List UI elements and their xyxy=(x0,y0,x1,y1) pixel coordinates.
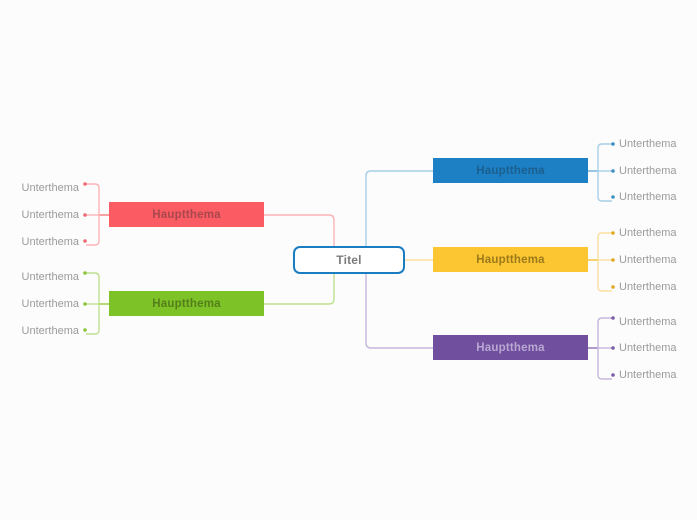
subtopic-yellow-2[interactable]: Unterthema xyxy=(619,254,677,266)
edge-root-to-blue xyxy=(365,170,433,246)
edge-dot-red-1 xyxy=(83,182,87,186)
main-topic-green[interactable]: Hauptthema xyxy=(109,291,264,316)
edge-dot-purple-3 xyxy=(611,373,615,377)
edge-yellow-sub-1 xyxy=(597,232,612,238)
edge-dot-green-1 xyxy=(83,271,87,275)
edge-root-to-green xyxy=(264,274,335,305)
subtopic-yellow-1[interactable]: Unterthema xyxy=(619,227,677,239)
main-topic-red[interactable]: Hauptthema xyxy=(109,202,264,227)
edge-dot-blue-1 xyxy=(611,142,615,146)
edge-dot-yellow-3 xyxy=(611,285,615,289)
subtopic-green-1[interactable]: Unterthema xyxy=(21,271,79,283)
subtopic-blue-1[interactable]: Unterthema xyxy=(619,138,677,150)
main-topic-blue[interactable]: Hauptthema xyxy=(433,158,588,183)
edge-yellow-sub-3 xyxy=(597,286,612,292)
edge-dot-red-3 xyxy=(83,239,87,243)
edge-green-sub-1 xyxy=(86,272,100,278)
subtopic-red-1[interactable]: Unterthema xyxy=(21,182,79,194)
edge-green-sub-3 xyxy=(86,329,100,335)
edge-dot-red-2 xyxy=(83,213,87,217)
edge-dot-green-3 xyxy=(83,328,87,332)
edge-dot-blue-3 xyxy=(611,195,615,199)
subtopic-purple-2[interactable]: Unterthema xyxy=(619,342,677,354)
subtopic-blue-2[interactable]: Unterthema xyxy=(619,165,677,177)
subtopic-green-2[interactable]: Unterthema xyxy=(21,298,79,310)
subtopic-green-3[interactable]: Unterthema xyxy=(21,325,79,337)
edge-blue-sub-1 xyxy=(597,143,612,149)
edge-dot-purple-2 xyxy=(611,346,615,350)
subtopic-yellow-3[interactable]: Unterthema xyxy=(619,281,677,293)
root-node-titel[interactable]: Titel xyxy=(293,246,405,274)
edge-dot-purple-1 xyxy=(611,316,615,320)
edge-purple-sub-1 xyxy=(597,317,612,323)
edge-red-sub-1 xyxy=(86,183,100,189)
edge-dot-yellow-1 xyxy=(611,231,615,235)
main-topic-purple[interactable]: Hauptthema xyxy=(433,335,588,360)
edge-root-to-purple xyxy=(365,274,433,349)
edge-root-to-red xyxy=(264,214,335,246)
subtopic-purple-1[interactable]: Unterthema xyxy=(619,316,677,328)
edge-dot-green-2 xyxy=(83,302,87,306)
edge-dot-yellow-2 xyxy=(611,258,615,262)
subtopic-purple-3[interactable]: Unterthema xyxy=(619,369,677,381)
edge-dot-blue-2 xyxy=(611,169,615,173)
edge-red-sub-3 xyxy=(86,240,100,246)
edge-blue-sub-3 xyxy=(597,196,612,202)
edge-purple-sub-3 xyxy=(597,374,612,380)
subtopic-blue-3[interactable]: Unterthema xyxy=(619,191,677,203)
subtopic-red-3[interactable]: Unterthema xyxy=(21,236,79,248)
main-topic-yellow[interactable]: Hauptthema xyxy=(433,247,588,272)
subtopic-red-2[interactable]: Unterthema xyxy=(21,209,79,221)
